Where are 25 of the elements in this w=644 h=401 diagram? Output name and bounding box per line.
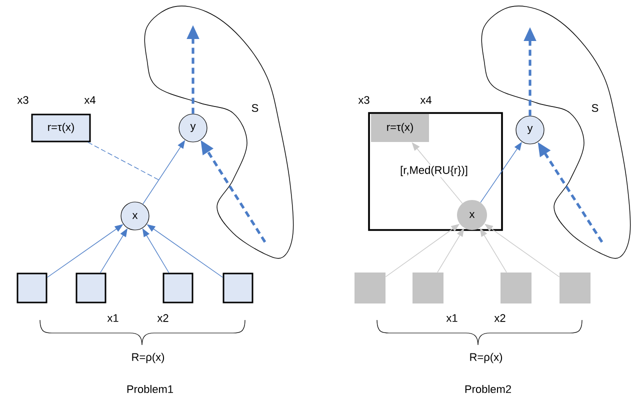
variable-label: x2 — [157, 314, 168, 322]
variable-label: x3 — [17, 96, 28, 104]
variable-label: x1 — [446, 314, 458, 322]
variable-label: x2 — [494, 314, 506, 322]
input-square — [354, 272, 386, 304]
variable-label: x4 — [84, 96, 96, 104]
caption: Problem1 — [127, 384, 173, 394]
input-square — [76, 272, 106, 304]
input-square — [16, 272, 48, 304]
input-square — [222, 272, 254, 304]
variable-label: x1 — [107, 314, 118, 322]
container-box — [368, 112, 503, 231]
input-square — [500, 272, 532, 304]
variable-label: x4 — [420, 96, 432, 104]
variable-label: x3 — [358, 96, 370, 104]
input-square — [560, 272, 590, 304]
formula-label: R=ρ(x) — [470, 352, 502, 364]
caption: Problem2 — [465, 384, 511, 394]
formula-label: R=ρ(x) — [132, 352, 164, 364]
leader-line — [88, 142, 160, 180]
input-square — [412, 272, 444, 304]
formula-box: r=τ(x) — [31, 114, 91, 142]
edge-label: [r,Med(RU{r})] — [399, 164, 469, 178]
input-square — [162, 272, 194, 304]
formula-box: r=τ(x) — [371, 114, 429, 142]
